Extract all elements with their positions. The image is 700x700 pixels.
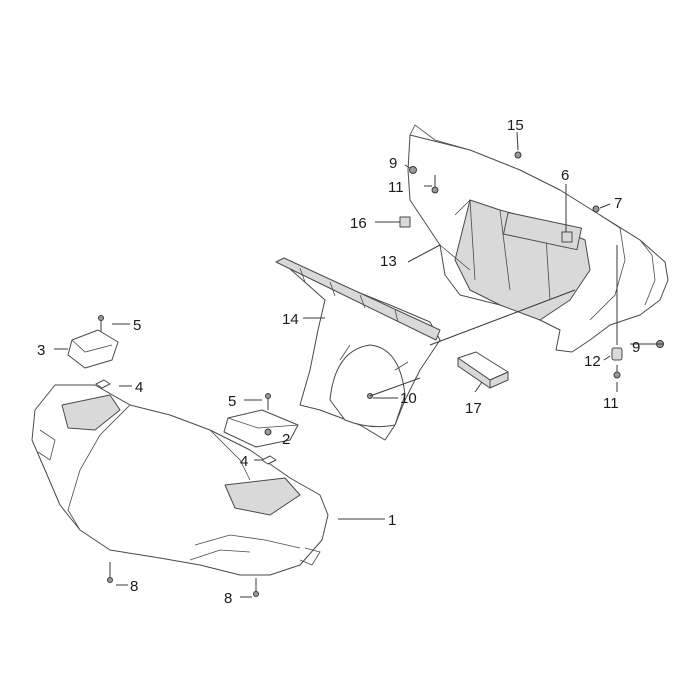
callout-2: 2 <box>282 431 290 448</box>
callout-3: 3 <box>37 342 45 359</box>
assembly-lines <box>369 245 618 397</box>
leader-lines <box>54 131 664 598</box>
part-17-rubber-strip <box>457 351 509 389</box>
callout-13: 13 <box>380 253 397 270</box>
callout-labels: 1 2 3 4 4 5 5 6 7 8 8 9 9 10 11 11 12 13… <box>37 117 640 607</box>
callout-11-lower: 11 <box>603 395 619 412</box>
callout-10: 10 <box>400 390 417 407</box>
part-6-nut <box>561 231 573 243</box>
callout-9-lower: 9 <box>632 339 640 356</box>
part-11-screw-upper <box>431 175 439 194</box>
part-4-clip-upper <box>95 379 111 389</box>
part-5-screw-lower <box>265 393 271 410</box>
part-9-bolt-upper <box>409 166 417 174</box>
callout-16: 16 <box>350 215 367 232</box>
callout-4-upper: 4 <box>135 379 143 396</box>
callout-15: 15 <box>507 117 524 134</box>
callout-7: 7 <box>614 195 622 212</box>
callout-5-lower: 5 <box>228 393 236 410</box>
part-1-front-cover <box>31 384 329 576</box>
part-14-inner-cover <box>275 257 441 441</box>
part-15-screw <box>514 151 522 159</box>
callout-17: 17 <box>465 400 482 417</box>
callout-8-right: 8 <box>224 590 232 607</box>
callout-12: 12 <box>584 353 601 370</box>
callout-8-left: 8 <box>130 578 138 595</box>
part-7-screw <box>592 205 600 213</box>
callout-9-upper: 9 <box>389 155 397 172</box>
callout-11-upper: 11 <box>388 179 404 196</box>
callout-14: 14 <box>282 311 299 328</box>
part-13-rear-cover <box>407 124 669 353</box>
part-8-screw-left <box>107 562 113 583</box>
callout-5-upper: 5 <box>133 317 141 334</box>
part-4-clip-lower <box>261 455 277 465</box>
part-12-spacer <box>611 347 623 361</box>
callout-4-lower: 4 <box>240 453 248 470</box>
part-5-screw-upper <box>98 315 104 332</box>
part-11-screw-lower <box>613 365 621 379</box>
callout-1: 1 <box>388 512 396 529</box>
part-2-cap-center <box>223 409 299 448</box>
part-16-clip <box>399 216 411 228</box>
callout-6: 6 <box>561 167 569 184</box>
part-3-cap-left <box>67 329 119 369</box>
part-8-screw-right <box>253 578 259 597</box>
